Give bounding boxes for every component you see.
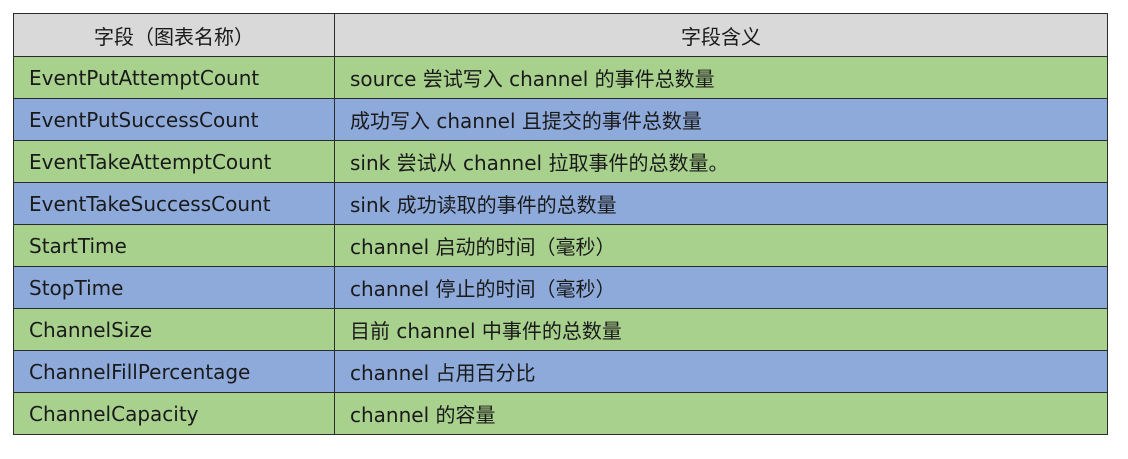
field-meaning-cell: channel 启动的时间（毫秒） bbox=[334, 224, 1108, 267]
field-name-cell: EventTakeAttemptCount bbox=[13, 140, 335, 183]
field-name-cell: EventTakeSuccessCount bbox=[13, 182, 335, 225]
table-row: EventTakeSuccessCount sink 成功读取的事件的总数量 bbox=[13, 182, 1108, 225]
table-row: EventPutAttemptCount source 尝试写入 channel… bbox=[13, 56, 1108, 99]
metrics-table: 字段（图表名称） 字段含义 EventPutAttemptCount sourc… bbox=[13, 13, 1108, 435]
table-row: ChannelSize 目前 channel 中事件的总数量 bbox=[13, 308, 1108, 351]
field-meaning-cell: sink 尝试从 channel 拉取事件的总数量。 bbox=[334, 140, 1108, 183]
field-name-cell: StartTime bbox=[13, 224, 335, 267]
table-row: ChannelFillPercentage channel 占用百分比 bbox=[13, 350, 1108, 393]
field-meaning-cell: channel 的容量 bbox=[334, 392, 1108, 435]
field-name-cell: ChannelCapacity bbox=[13, 392, 335, 435]
table-row: EventTakeAttemptCount sink 尝试从 channel 拉… bbox=[13, 140, 1108, 183]
field-name-cell: EventPutSuccessCount bbox=[13, 98, 335, 141]
field-name-cell: ChannelSize bbox=[13, 308, 335, 351]
table-row: EventPutSuccessCount 成功写入 channel 且提交的事件… bbox=[13, 98, 1108, 141]
field-meaning-cell: 成功写入 channel 且提交的事件总数量 bbox=[334, 98, 1108, 141]
header-field-meaning: 字段含义 bbox=[334, 13, 1108, 57]
table-row: ChannelCapacity channel 的容量 bbox=[13, 392, 1108, 435]
table-row: StopTime channel 停止的时间（毫秒） bbox=[13, 266, 1108, 309]
field-meaning-cell: source 尝试写入 channel 的事件总数量 bbox=[334, 56, 1108, 99]
field-meaning-cell: sink 成功读取的事件的总数量 bbox=[334, 182, 1108, 225]
field-name-cell: ChannelFillPercentage bbox=[13, 350, 335, 393]
field-name-cell: EventPutAttemptCount bbox=[13, 56, 335, 99]
table-header-row: 字段（图表名称） 字段含义 bbox=[13, 13, 1108, 57]
field-meaning-cell: channel 占用百分比 bbox=[334, 350, 1108, 393]
header-field-name: 字段（图表名称） bbox=[13, 13, 335, 57]
field-meaning-cell: channel 停止的时间（毫秒） bbox=[334, 266, 1108, 309]
table-row: StartTime channel 启动的时间（毫秒） bbox=[13, 224, 1108, 267]
field-meaning-cell: 目前 channel 中事件的总数量 bbox=[334, 308, 1108, 351]
field-name-cell: StopTime bbox=[13, 266, 335, 309]
